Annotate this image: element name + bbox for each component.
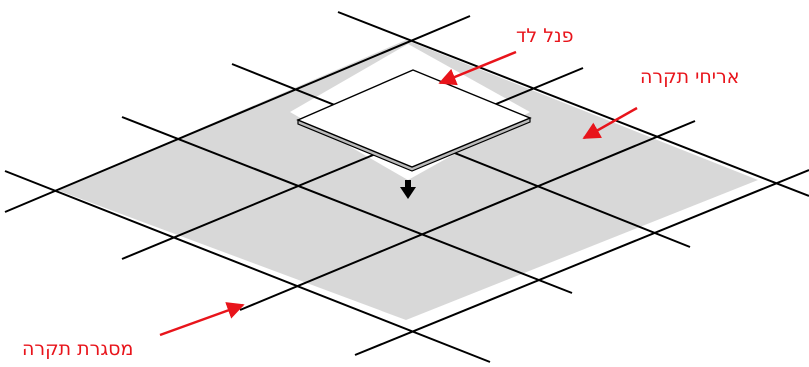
callout-arrows	[159, 50, 638, 337]
down-arrow-icon	[400, 180, 416, 199]
ceiling-tiles-callout-arrow	[582, 106, 638, 140]
ceiling-frame-grid	[4, 11, 809, 363]
frame-rail	[121, 67, 584, 260]
frame-rail	[121, 116, 573, 294]
ceiling-frame-label: מסגרת תקרה	[22, 338, 134, 360]
ceiling-tiles-label: אריחי תקרה	[640, 66, 740, 88]
led-panel	[296, 69, 532, 172]
frame-rail	[231, 63, 691, 248]
frame-rail	[239, 120, 696, 311]
led-panel-label: פנל לד	[516, 25, 574, 47]
frame-rail	[354, 169, 809, 356]
frame-rail	[337, 11, 809, 197]
ceiling-frame-callout-arrow	[159, 302, 245, 337]
led-panel-face	[296, 69, 532, 168]
led-panel-callout-arrow	[438, 50, 517, 86]
frame-rail	[4, 170, 491, 363]
frame-rail	[4, 15, 471, 213]
